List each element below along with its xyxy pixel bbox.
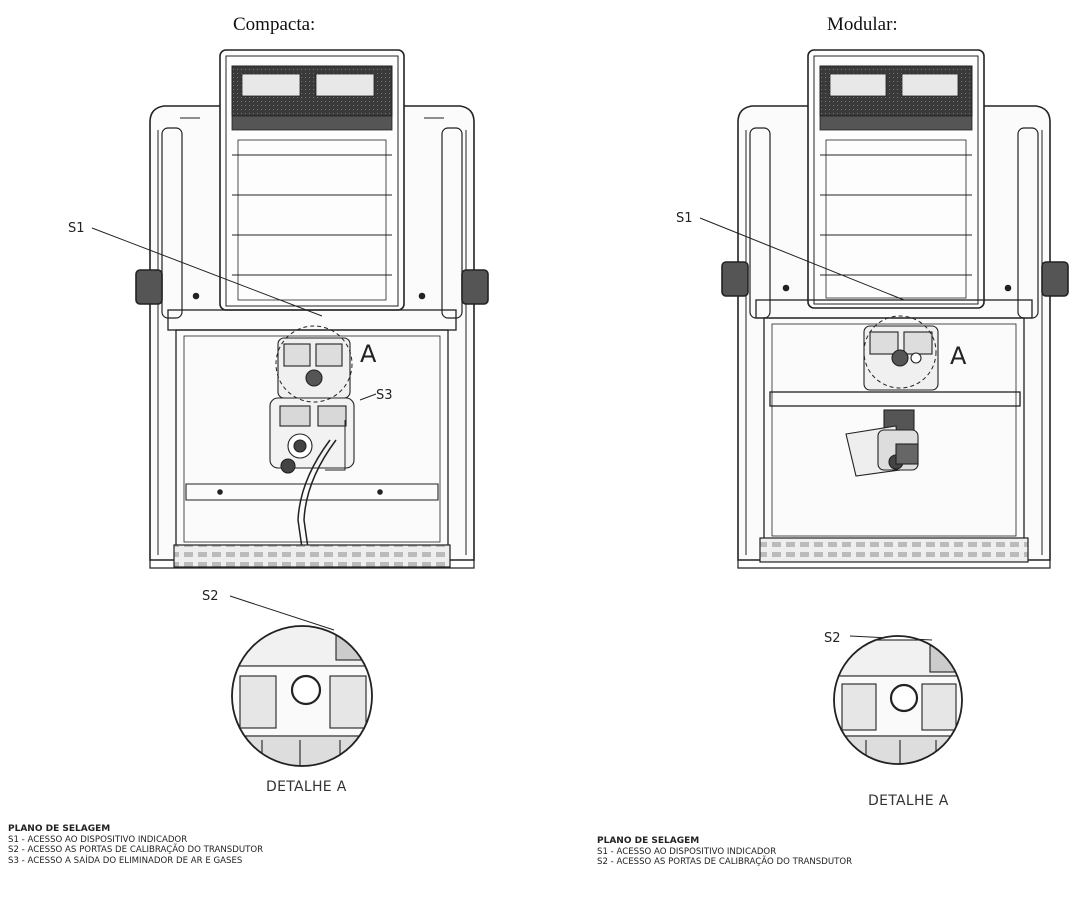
modular-plan-item-s1: S1 - ACESSO AO DISPOSITIVO INDICADOR (597, 846, 777, 857)
modular-meter (863, 325, 939, 391)
modular-title: Modular: (827, 14, 898, 35)
modular-s2-label: S2 (824, 631, 841, 646)
compacta-plan-item-s1: S1 - ACESSO AO DISPOSITIVO INDICADOR (8, 834, 188, 845)
compacta-detail-label: DETALHE A (266, 779, 347, 795)
compacta-callouts (91, 227, 377, 631)
modular-plan-title: PLANO DE SELAGEM (597, 836, 700, 846)
compacta-title: Compacta: (233, 14, 316, 35)
compacta-plan-item-s3: S3 - ACESSO A SAÍDA DO ELIMINADOR DE AR … (8, 855, 243, 866)
compacta-detail-a (231, 625, 373, 767)
compacta-sealing-plan: PLANO DE SELAGEM S1 - ACESSO AO DISPOSIT… (8, 824, 263, 866)
modular-detail-marker: A (950, 342, 967, 370)
modular-s1-label: S1 (676, 211, 693, 226)
compacta-s1-label: S1 (68, 221, 85, 236)
compacta-plan-item-s2: S2 - ACESSO AS PORTAS DE CALIBRAÇÃO DO T… (8, 845, 264, 855)
compacta-s2-label: S2 (202, 589, 219, 604)
modular-dispenser (721, 49, 1069, 569)
modular-plan-item-s2: S2 - ACESSO AS PORTAS DE CALIBRAÇÃO DO T… (597, 857, 853, 867)
compacta-dispenser (135, 49, 489, 569)
modular-sealing-plan: PLANO DE SELAGEM S1 - ACESSO AO DISPOSIT… (597, 836, 852, 868)
compacta-plan-title: PLANO DE SELAGEM (8, 824, 111, 834)
modular-detail-label: DETALHE A (868, 793, 949, 809)
modular-detail-a (833, 635, 963, 765)
modular-pump (845, 409, 919, 477)
compacta-s3-label: S3 (376, 388, 393, 403)
compacta-detail-marker: A (360, 340, 377, 368)
compacta-meter (269, 337, 355, 474)
